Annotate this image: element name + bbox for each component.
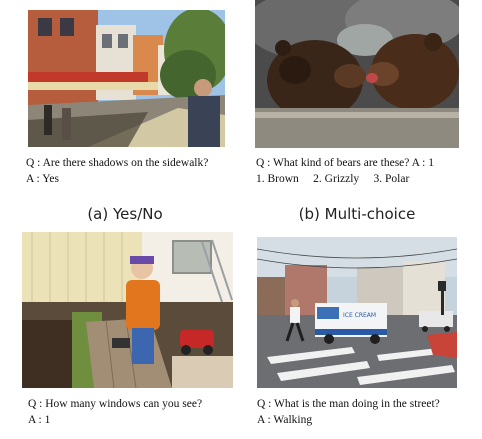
photo-street-shadows <box>28 10 225 147</box>
answer-c: A : 1 <box>28 414 51 426</box>
question-a: Q : Are there shadows on the sidewalk? <box>26 157 209 169</box>
answer-a: A : Yes <box>26 173 59 185</box>
caption-a: (a) Yes/No <box>87 205 163 223</box>
caption-b: (b) Multi-choice <box>298 205 416 223</box>
question-b: Q : What kind of bears are these? A : 1 <box>256 157 434 169</box>
photo-bears <box>255 0 459 148</box>
photo-child-windows <box>22 232 233 388</box>
question-d: Q : What is the man doing in the street? <box>257 398 440 410</box>
photo-man-street: ICE CREAM <box>257 237 457 388</box>
answer-b-options: 1. Brown 2. Grizzly 3. Polar <box>256 173 410 185</box>
question-c: Q : How many windows can you see? <box>28 398 203 410</box>
truck-brand-text: ICE CREAM <box>343 312 376 319</box>
answer-d: A : Walking <box>257 414 313 426</box>
